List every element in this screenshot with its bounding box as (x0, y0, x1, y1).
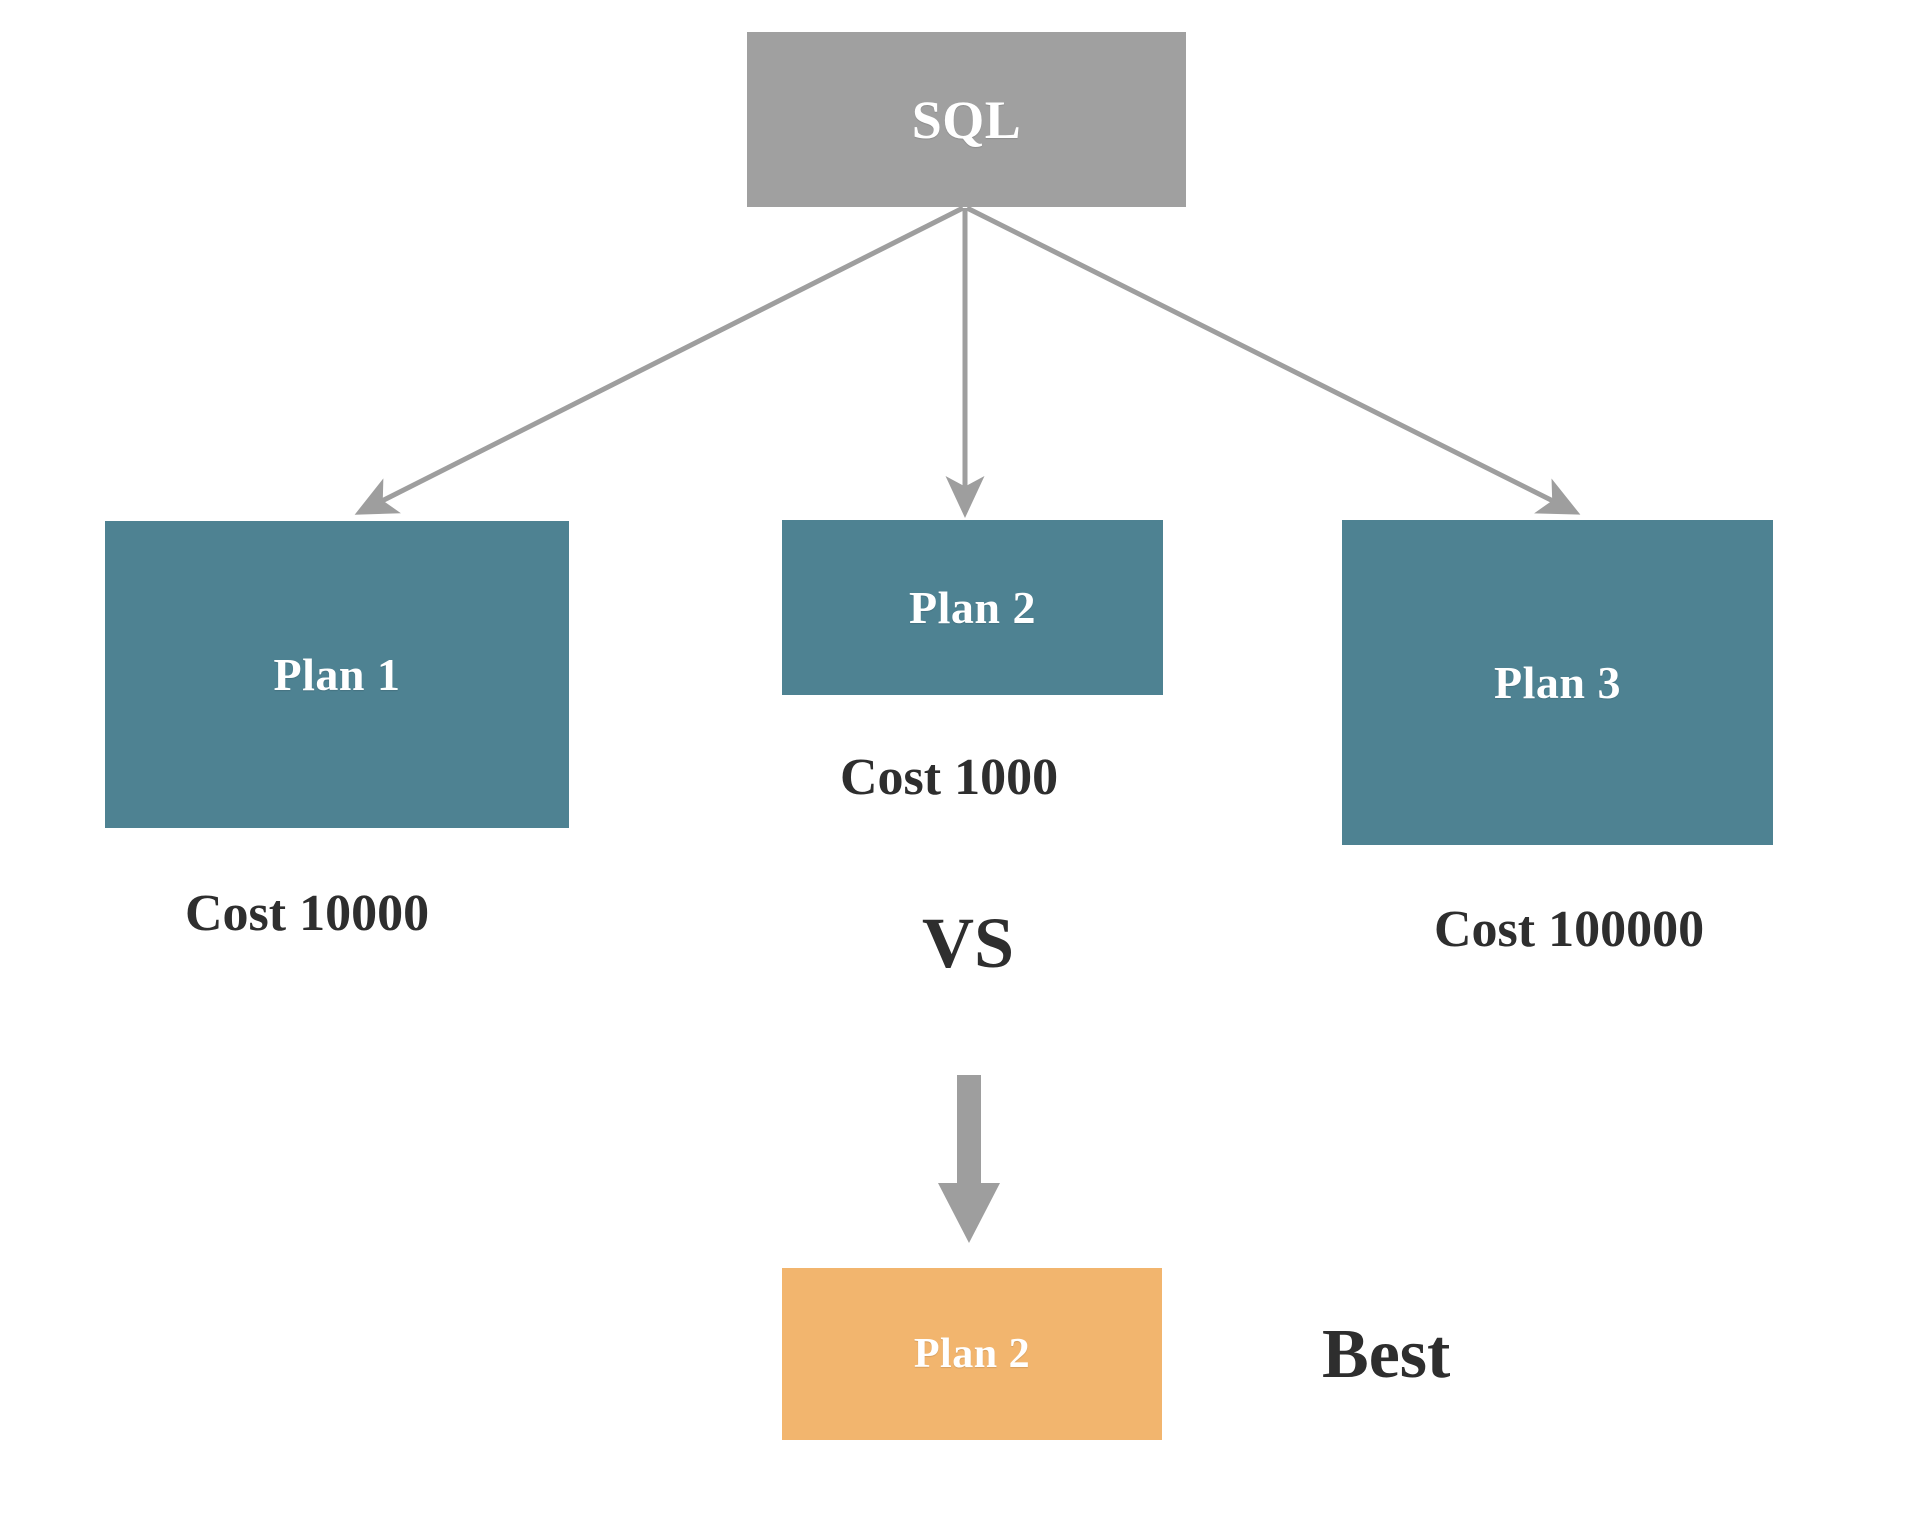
cost-label-plan-3: Cost 100000 (1434, 901, 1705, 958)
plan-box-2[interactable]: Plan 2 (782, 520, 1163, 695)
best-plan-label: Plan 2 (913, 1331, 1031, 1377)
plan-label-1: Plan 1 (273, 649, 401, 700)
plan-box-1[interactable]: Plan 1 (105, 521, 569, 828)
sql-root-box[interactable]: SQL (747, 32, 1186, 207)
plan-box-3[interactable]: Plan 3 (1342, 520, 1773, 845)
edge-sql-to-plan1 (354, 205, 965, 515)
versus-label: VS (922, 903, 1015, 983)
edge-sql-to-plan3 (965, 205, 1581, 515)
edge-vs-to-best-thick-arrow (938, 1075, 1000, 1243)
best-plan-box[interactable]: Plan 2 (782, 1268, 1162, 1440)
cost-label-plan-1: Cost 10000 (185, 885, 430, 942)
plan-label-2: Plan 2 (909, 582, 1036, 633)
cost-label-plan-2: Cost 1000 (840, 749, 1059, 806)
sql-root-label: SQL (911, 89, 1022, 150)
best-annotation-label: Best (1322, 1316, 1451, 1393)
plan-label-3: Plan 3 (1494, 657, 1621, 708)
